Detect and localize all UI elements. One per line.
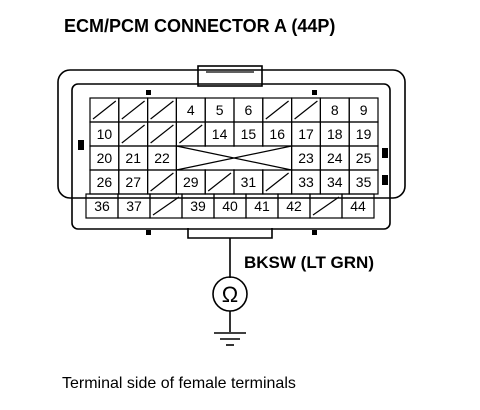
pin-number: 5 xyxy=(216,102,224,118)
pin-number: 40 xyxy=(222,198,238,214)
pin-cell xyxy=(341,193,375,219)
pin-number: 10 xyxy=(97,126,113,142)
empty-pin-slash xyxy=(207,172,232,192)
empty-pin-slash xyxy=(121,100,145,120)
pin-number: 18 xyxy=(327,126,343,142)
pin-number: 15 xyxy=(241,126,257,142)
empty-pin-slash xyxy=(92,100,117,120)
pin-number: 39 xyxy=(190,198,206,214)
pin-number: 42 xyxy=(286,198,302,214)
empty-pin-slash xyxy=(150,124,174,144)
empty-pin-slash xyxy=(265,100,289,120)
pin-number: 21 xyxy=(125,150,141,166)
pin-number: 14 xyxy=(212,126,228,142)
pin-number: 24 xyxy=(327,150,343,166)
empty-pin-slash xyxy=(150,100,174,120)
empty-pin-slash xyxy=(294,100,318,120)
empty-pin-slash xyxy=(152,196,180,216)
pin-number: 31 xyxy=(241,174,257,190)
pin-number: 19 xyxy=(356,126,372,142)
pin-number: 36 xyxy=(94,198,110,214)
empty-pin-slash xyxy=(312,196,340,216)
pin-number: 29 xyxy=(183,174,199,190)
empty-pin-slash xyxy=(150,172,174,192)
pin-number: 17 xyxy=(298,126,314,142)
pin-number: 8 xyxy=(331,102,339,118)
test-lead: Ω xyxy=(187,228,273,346)
empty-pin-slash xyxy=(121,124,145,144)
caption: Terminal side of female terminals xyxy=(62,375,296,392)
pin-number: 6 xyxy=(245,102,253,118)
pin-number: 35 xyxy=(356,174,372,190)
pin-number: 44 xyxy=(350,198,366,214)
pin-number: 34 xyxy=(327,174,343,190)
pin-number: 16 xyxy=(269,126,285,142)
pin-number: 37 xyxy=(126,198,142,214)
blank-cross xyxy=(176,145,292,171)
pin-grid: 4 5 6 8 9 10 14 15 16 17 18 19 20 21 22 23 24 25 26 27 29 31 3… xyxy=(85,97,379,219)
pin-number: 25 xyxy=(356,150,372,166)
pin-number: 20 xyxy=(97,150,113,166)
pin-number: 41 xyxy=(254,198,270,214)
empty-pin-slash xyxy=(265,172,289,192)
pin-number: 22 xyxy=(154,150,170,166)
diagram-title: ECM/PCM CONNECTOR A (44P) xyxy=(64,16,335,36)
pin-number: 27 xyxy=(125,174,141,190)
connector-housing xyxy=(57,65,406,235)
wire-label: BKSW (LT GRN) xyxy=(244,253,374,272)
pin-number: 23 xyxy=(298,150,314,166)
pin-number: 26 xyxy=(97,174,113,190)
ohm-symbol: Ω xyxy=(222,282,238,307)
pin-number: 4 xyxy=(187,102,195,118)
empty-pin-slash xyxy=(179,124,203,144)
pin-number: 33 xyxy=(298,174,314,190)
pin-number: 9 xyxy=(360,102,368,118)
